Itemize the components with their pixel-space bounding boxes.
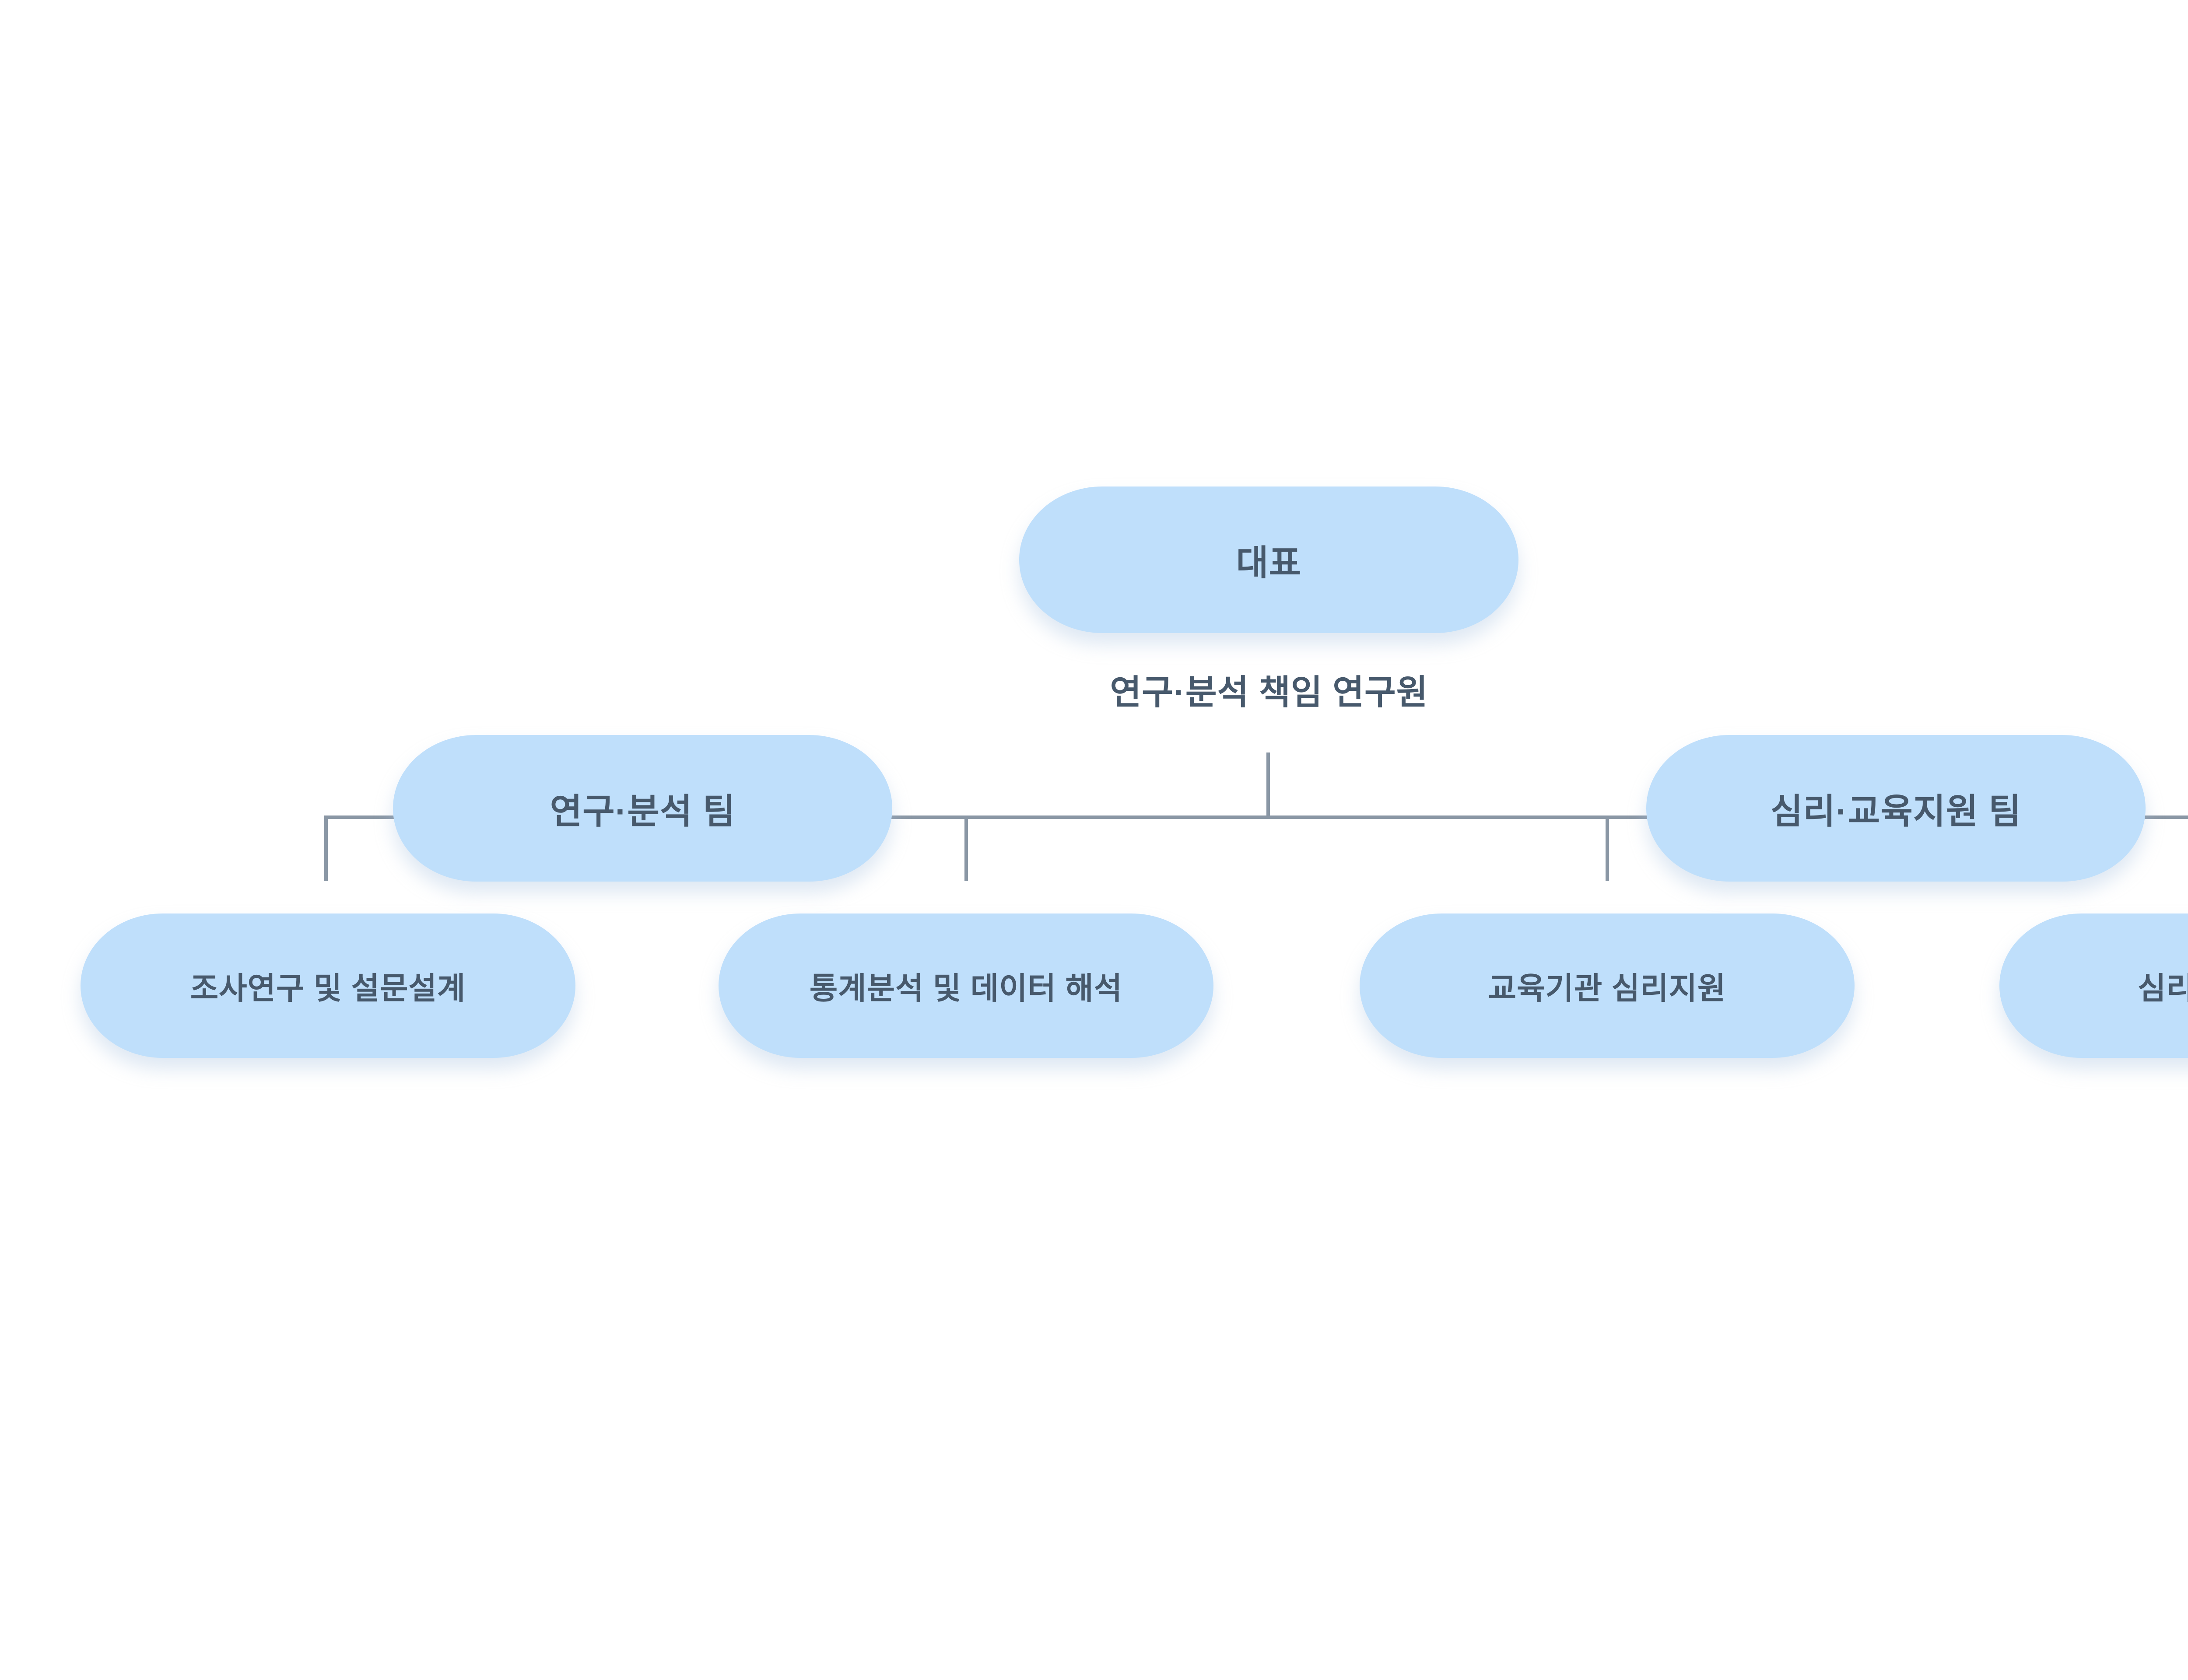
org-node-unit-statistical-analysis: 통계분석 및 데이터 해석 (719, 914, 1213, 1058)
org-node-unit-survey-research-label: 조사연구 및 설문설계 (190, 971, 466, 1005)
org-node-ceo-label: 대표 (1236, 543, 1302, 582)
connector-stub-unit-3 (1606, 816, 1609, 881)
org-node-team-research-analysis-label: 연구·분석 팀 (550, 791, 736, 831)
org-node-unit-survey-research: 조사연구 및 설문설계 (81, 914, 575, 1058)
connector-stub-unit-2 (964, 816, 968, 881)
org-node-unit-psych-eval-counseling: 심리평가 및 상담 (1999, 914, 2188, 1058)
manager-caption: 연구·분석 책임 연구원 (1110, 673, 1428, 711)
org-node-unit-psych-eval-counseling-label: 심리평가 및 상담 (2138, 971, 2188, 1005)
org-node-team-psych-edu-support: 심리·교육지원 팀 (1646, 735, 2146, 882)
connector-root-vertical (1266, 752, 1270, 817)
connector-horizontal-main (324, 816, 2188, 819)
org-node-team-psych-edu-support-label: 심리·교육지원 팀 (1770, 791, 2022, 831)
org-node-unit-institution-psych-support-label: 교육기관 심리지원 (1488, 971, 1726, 1005)
connector-stub-unit-1 (324, 816, 328, 881)
org-node-ceo: 대표 (1019, 486, 1518, 633)
org-node-unit-institution-psych-support: 교육기관 심리지원 (1360, 914, 1855, 1058)
org-node-team-research-analysis: 연구·분석 팀 (393, 735, 892, 882)
org-node-unit-statistical-analysis-label: 통계분석 및 데이터 해석 (809, 971, 1123, 1005)
